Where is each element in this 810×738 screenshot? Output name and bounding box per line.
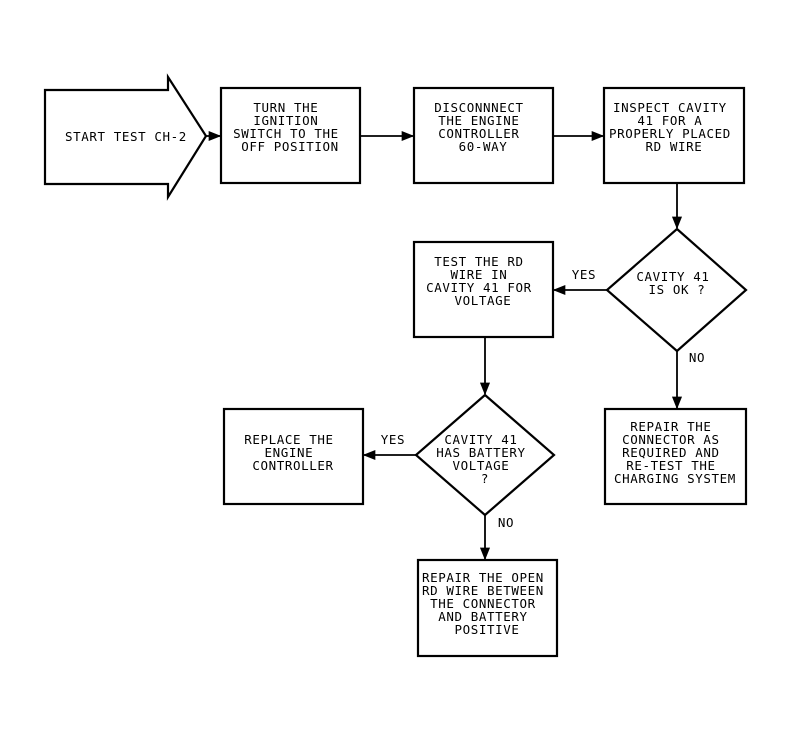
cavity-ok-label: CAVITY 41 IS OK ?	[636, 269, 717, 297]
yes-label-cavity-ok: YES	[572, 267, 596, 282]
replace-controller-box: REPLACE THE ENGINE CONTROLLER	[222, 407, 365, 506]
start-arrow-node: START TEST CH-2	[43, 73, 208, 201]
disconnect-label: DISCONNNECT THE ENGINE CONTROLLER 60-WAY	[434, 100, 532, 154]
repair-connector-label: REPAIR THE CONNECTOR AS REQUIRED AND RE-…	[614, 419, 736, 486]
inspect-label: INSPECT CAVITY 41 FOR A PROPERLY PLACED …	[609, 100, 739, 154]
cavity-ok-decision: CAVITY 41 IS OK ?	[605, 227, 748, 353]
has-voltage-decision: CAVITY 41 HAS BATTERY VOLTAGE ?	[414, 393, 556, 517]
repair-open-label: REPAIR THE OPEN RD WIRE BETWEEN THE CONN…	[422, 570, 552, 637]
turn-ignition-box: TURN THE IGNITION SWITCH TO THE OFF POSI…	[219, 86, 362, 185]
test-voltage-label: TEST THE RD WIRE IN CAVITY 41 FOR VOLTAG…	[426, 254, 540, 308]
turn-ignition-label: TURN THE IGNITION SWITCH TO THE OFF POSI…	[233, 100, 347, 154]
replace-controller-label: REPLACE THE ENGINE CONTROLLER	[244, 432, 342, 473]
inspect-box: INSPECT CAVITY 41 FOR A PROPERLY PLACED …	[602, 86, 746, 185]
no-label-cavity-ok: NO	[689, 350, 705, 365]
start-label: START TEST CH-2	[65, 129, 187, 144]
disconnect-box: DISCONNNECT THE ENGINE CONTROLLER 60-WAY	[412, 86, 555, 185]
no-label-has-voltage: NO	[498, 515, 514, 530]
repair-open-box: REPAIR THE OPEN RD WIRE BETWEEN THE CONN…	[416, 558, 559, 658]
yes-label-has-voltage: YES	[381, 432, 405, 447]
test-voltage-box: TEST THE RD WIRE IN CAVITY 41 FOR VOLTAG…	[412, 240, 555, 339]
has-voltage-label: CAVITY 41 HAS BATTERY VOLTAGE ?	[436, 432, 534, 486]
repair-connector-box: REPAIR THE CONNECTOR AS REQUIRED AND RE-…	[603, 407, 748, 506]
